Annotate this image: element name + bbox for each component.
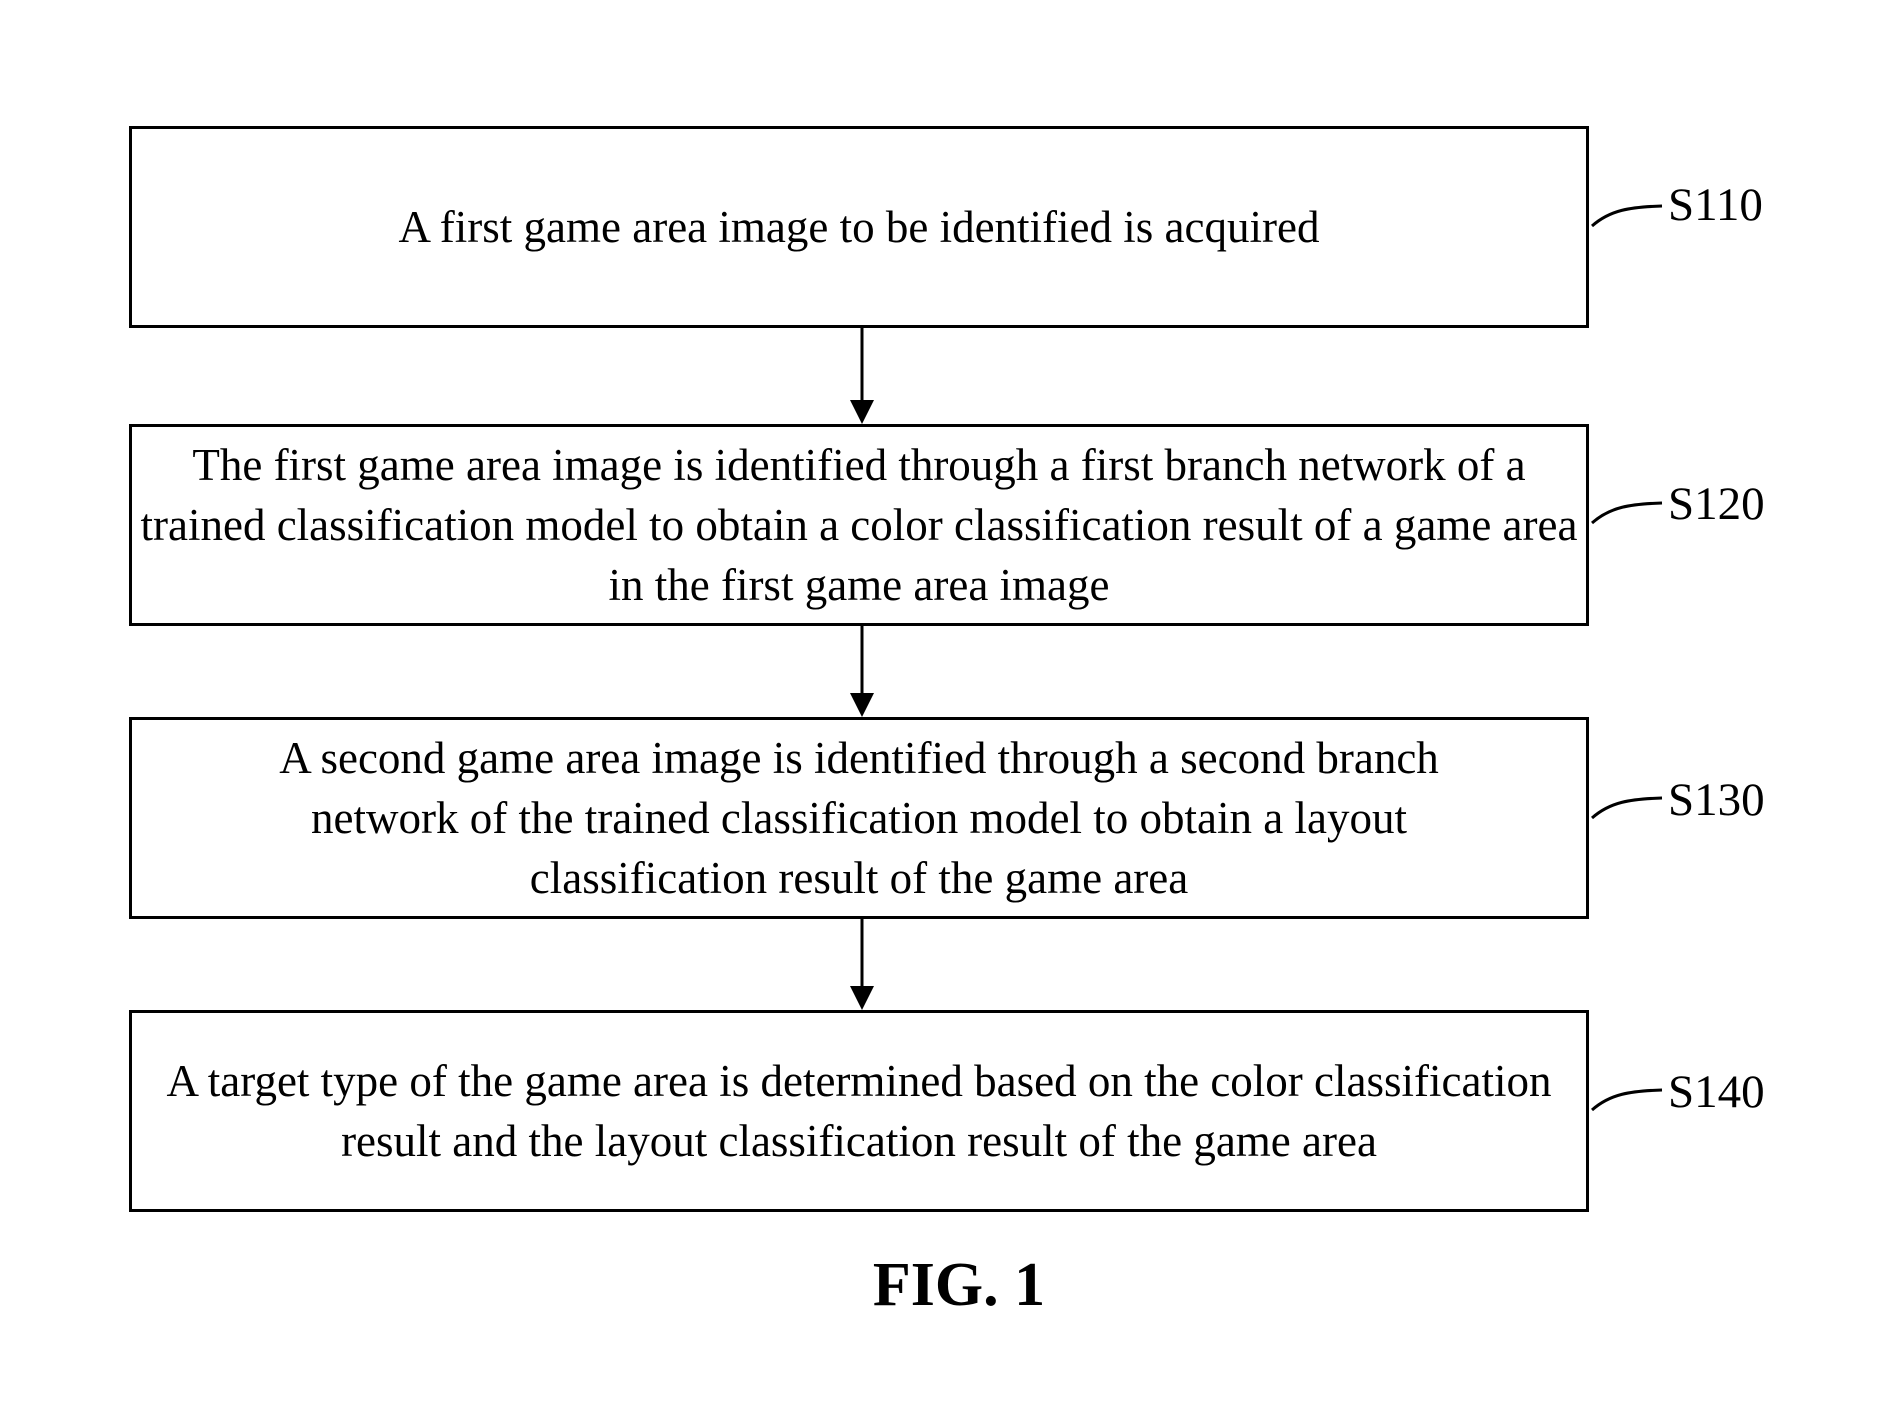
step-box-s120: The first game area image is identified … [129, 424, 1589, 626]
arrow-s110-to-s120 [850, 328, 874, 424]
step-label-s130: S130 [1668, 774, 1765, 826]
step-box-s130: A second game area image is identified t… [129, 717, 1589, 919]
step-label-s110: S110 [1668, 179, 1763, 231]
leader-line-s110 [1591, 204, 1663, 228]
leader-line-s140 [1591, 1088, 1663, 1112]
step-text-s110: A first game area image to be identified… [398, 202, 1320, 252]
figure-caption: FIG. 1 [872, 1251, 1046, 1319]
arrow-s130-to-s140 [850, 919, 874, 1010]
leader-line-s120 [1591, 501, 1663, 525]
step-box-s110: A first game area image to be identified… [129, 126, 1589, 328]
step-label-s140: S140 [1668, 1066, 1765, 1118]
step-text-s140: A target type of the game area is determ… [166, 1056, 1552, 1166]
step-text-s130: A second game area image is identified t… [279, 733, 1439, 903]
leader-line-s130 [1591, 796, 1663, 820]
step-text-s120: The first game area image is identified … [140, 440, 1578, 610]
step-label-s120: S120 [1668, 478, 1765, 530]
step-box-s140: A target type of the game area is determ… [129, 1010, 1589, 1212]
arrow-s120-to-s130 [850, 626, 874, 717]
